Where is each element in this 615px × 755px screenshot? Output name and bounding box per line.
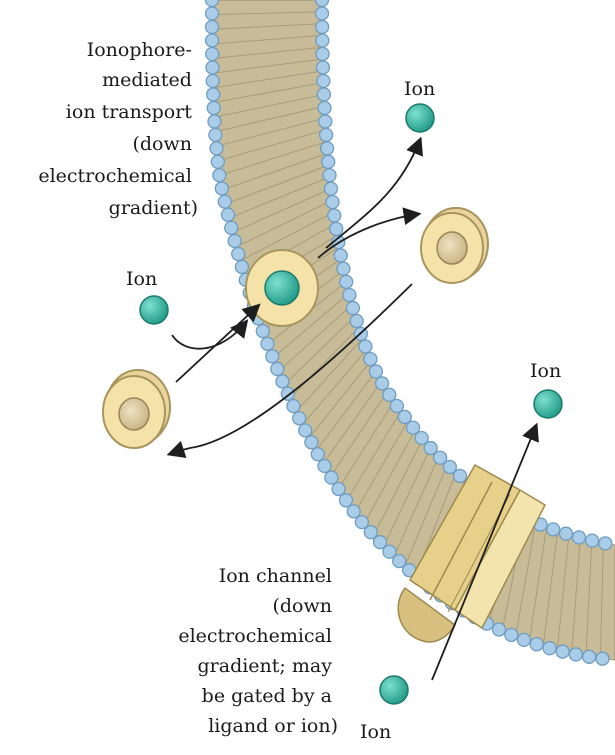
lipid-head [225,221,238,234]
lipid-head [293,412,306,425]
lipid-head [316,34,329,47]
lipid-head [376,377,389,390]
lipid-head [316,47,329,60]
lipid-head [556,645,569,658]
lipid-head [221,208,234,221]
ion-bottom [380,676,408,704]
ion-label-left: Ion [126,268,157,290]
lipid-head [206,47,219,60]
lipid-head [256,325,269,338]
lipid-head [369,365,382,378]
ionophore-right [421,208,488,283]
lipid-head [596,652,609,665]
lipid-head [206,74,219,87]
lipid-head [530,638,543,651]
lipid-head [560,527,573,540]
lipid-head [346,302,359,315]
lipid-head [543,642,556,655]
lipid-head [266,350,279,363]
lipid-head [324,182,337,195]
ion-right [534,390,562,418]
lipid-head [319,115,332,128]
arrow-ionophore-enter [176,306,258,382]
lipid-head [334,249,347,262]
arrow-ion-into-ionophore [172,322,246,349]
lipid-head [583,650,596,663]
lipid-head [317,88,330,101]
ion-left [140,296,168,324]
ionophore-carrying-ion [246,250,318,326]
ion-label-top: Ion [404,78,435,100]
lipid-head [332,483,345,496]
lipid-head [271,362,284,375]
ionophore-left [103,370,170,448]
bound-ion [265,271,299,305]
lipid-head [586,534,599,547]
lipid-head [328,209,341,222]
lipid-head [322,155,335,168]
lipid-head [299,424,312,437]
lipid-head [343,289,356,302]
lipid-head [347,505,360,518]
lipid-head [206,7,219,20]
lipid-head [390,400,403,413]
lipid-head [210,142,223,155]
lipid-head [206,20,219,33]
lipid-head [572,531,585,544]
lipid-head [209,128,222,141]
lipid-head [364,353,377,366]
lipid-head [316,61,329,74]
ion-label-bottom: Ion [360,721,391,743]
lipid-head [320,128,333,141]
lipid-head [232,247,245,260]
lipid-head [208,115,221,128]
lipid-head [261,337,274,350]
lipid-head [326,196,339,209]
lipid-head [207,88,220,101]
lipid-head [339,494,352,507]
lipid-head [235,260,248,273]
lipid-head [340,275,353,288]
lipid-head [287,400,300,413]
lipid-head [207,101,220,114]
ion-top [406,104,434,132]
lipid-head [505,628,518,641]
lipid-head [569,648,582,661]
lipid-head [276,375,289,388]
lipid-head [517,633,530,646]
lipid-head [218,195,231,208]
lipid-head [325,471,338,484]
lipid-head [398,410,411,423]
lipid-head [492,623,505,636]
ionophore-label: Ionophore- mediated ion transport (down … [38,39,198,219]
lipid-head [206,61,219,74]
lipid-head [316,7,329,20]
lipid-head [337,262,350,275]
lipid-head [321,142,334,155]
lipid-head [206,34,219,47]
ion-channel-label: Ion channel (down electrochemical gradie… [178,565,338,737]
lipid-head [305,436,318,449]
lipid-head [599,537,612,550]
lipid-head [318,101,331,114]
lipid-head [213,169,226,182]
lipid-head [316,20,329,33]
lipid-head [211,155,224,168]
lipid-head [311,448,324,461]
lipid-head [330,222,343,235]
lipid-head [318,459,331,472]
lipid-head [323,169,336,182]
lipid-head [317,74,330,87]
ion-label-right: Ion [530,360,561,382]
lipid-head [547,523,560,536]
lipid-head [359,340,372,353]
lipid-head [383,388,396,401]
lipid-head [228,234,241,247]
lipid-head [350,315,363,328]
lipid-head [215,182,228,195]
